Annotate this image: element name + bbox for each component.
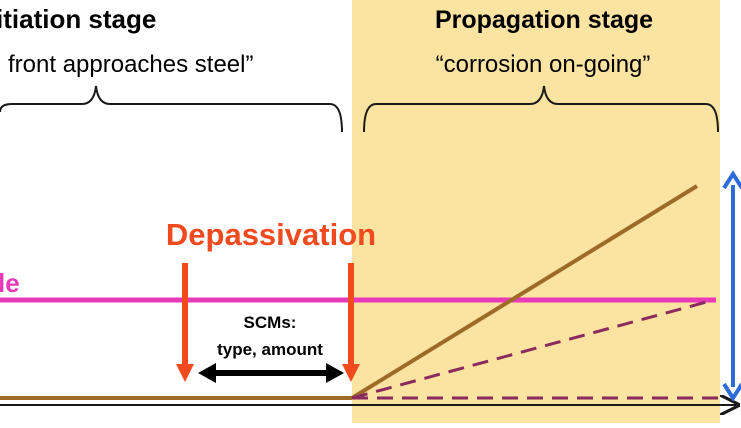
- propagation-stage-subtitle: “corrosion on-going”: [436, 51, 651, 78]
- depassivation-label: Depassivation: [166, 217, 376, 252]
- scms-label-background: [198, 306, 344, 364]
- range-arrow: [722, 170, 741, 402]
- depassivation-arrow-right: [342, 263, 360, 382]
- scms-double-arrow: [198, 363, 344, 383]
- depassivation-arrow-left: [176, 263, 194, 382]
- corrosion-dashed-line-upper: [351, 298, 715, 400]
- threshold-label: le: [0, 268, 20, 298]
- propagation-brace: [363, 85, 719, 133]
- corrosion-growth-line: [350, 184, 699, 400]
- propagation-stage-title: Propagation stage: [435, 6, 653, 34]
- initiation-stage-subtitle: front approaches steel”: [8, 51, 253, 78]
- scms-label-line1: SCMs:: [244, 313, 297, 332]
- scms-label-line2: type, amount: [217, 340, 323, 359]
- initiation-brace: [0, 85, 343, 133]
- initiation-stage-title: itiation stage: [0, 4, 156, 34]
